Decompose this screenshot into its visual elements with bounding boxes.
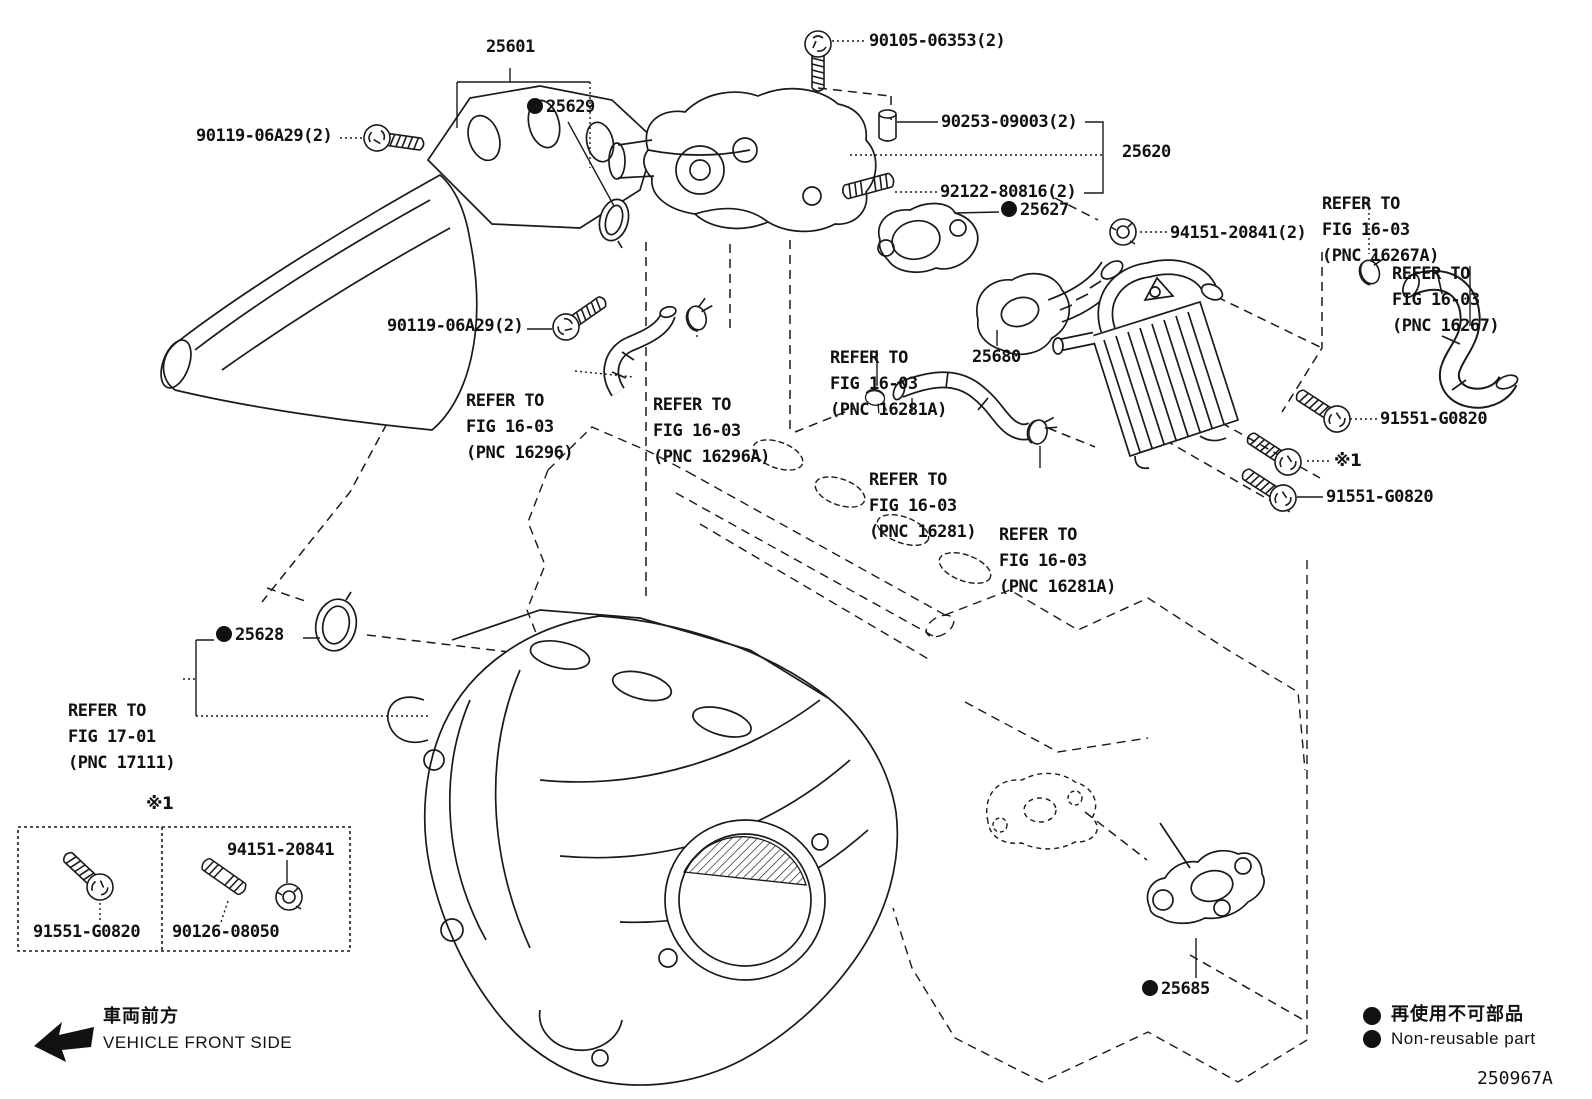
label-94151-x2: 94151-20841(2) [1170, 223, 1307, 243]
vehicle-front-label-en: VEHICLE FRONT SIDE [103, 1033, 293, 1052]
air-duct-25601-drawing [160, 85, 656, 431]
label-90253: 90253-09003(2) [941, 112, 1078, 132]
gasket-25629-drawing [598, 198, 630, 249]
label-90105: 90105-06353(2) [869, 31, 1006, 51]
fasteners [55, 30, 1392, 911]
intake-manifold-drawing [387, 609, 899, 1086]
figure-number: 250967A [1477, 1068, 1553, 1089]
legend-non-reusable-en: Non-reusable part [1391, 1029, 1536, 1048]
label-note1-box: ※1 [146, 794, 174, 814]
label-92122: 92122-80816(2) [940, 182, 1077, 202]
label-91551-bottom: 91551-G0820 [1326, 487, 1434, 507]
label-90119-mid: 90119-06A29(2) [387, 316, 524, 336]
label-note1-right: ※1 [1334, 451, 1362, 471]
vehicle-front-arrow-icon [34, 1022, 94, 1062]
label-box-91551: 91551-G0820 [33, 922, 141, 942]
label-25620: 25620 [1122, 142, 1171, 162]
engine-block-outline [526, 426, 1308, 1083]
gasket-25628-drawing [314, 591, 358, 652]
label-25627: 25627 [1001, 201, 1069, 220]
label-box-94151: 94151-20841 [227, 840, 335, 860]
leader-lines [99, 40, 1471, 978]
label-25628: 25628 [216, 626, 284, 645]
label-box-90126: 90126-08050 [172, 922, 280, 942]
gasket-25627-drawing [877, 202, 979, 273]
label-90119-top: 90119-06A29(2) [196, 126, 333, 146]
egr-cooler-drawing [1052, 259, 1240, 470]
gasket-25685-drawing [1146, 822, 1265, 925]
non-reusable-icon [527, 98, 543, 114]
label-25629: 25629 [527, 98, 595, 117]
label-91551-top: 91551-G0820 [1380, 409, 1488, 429]
label-25685: 25685 [1142, 980, 1210, 999]
label-25601: 25601 [486, 37, 535, 57]
egr-valve-drawing [608, 87, 877, 233]
hose-16296-drawing [603, 305, 677, 397]
non-reusable-icon [1001, 201, 1017, 217]
hose-16281-drawing [892, 371, 1036, 441]
legend-dots [1363, 1007, 1381, 1048]
legend-non-reusable-jp: 再使用不可部品 [1391, 1004, 1524, 1025]
non-reusable-icon [216, 626, 232, 642]
inset-box [17, 826, 351, 952]
label-25680: 25680 [972, 347, 1021, 367]
non-reusable-icon [1142, 980, 1158, 996]
hose-16267-drawing [1402, 270, 1519, 409]
vehicle-front-label-jp: 車両前方 [103, 1006, 179, 1027]
